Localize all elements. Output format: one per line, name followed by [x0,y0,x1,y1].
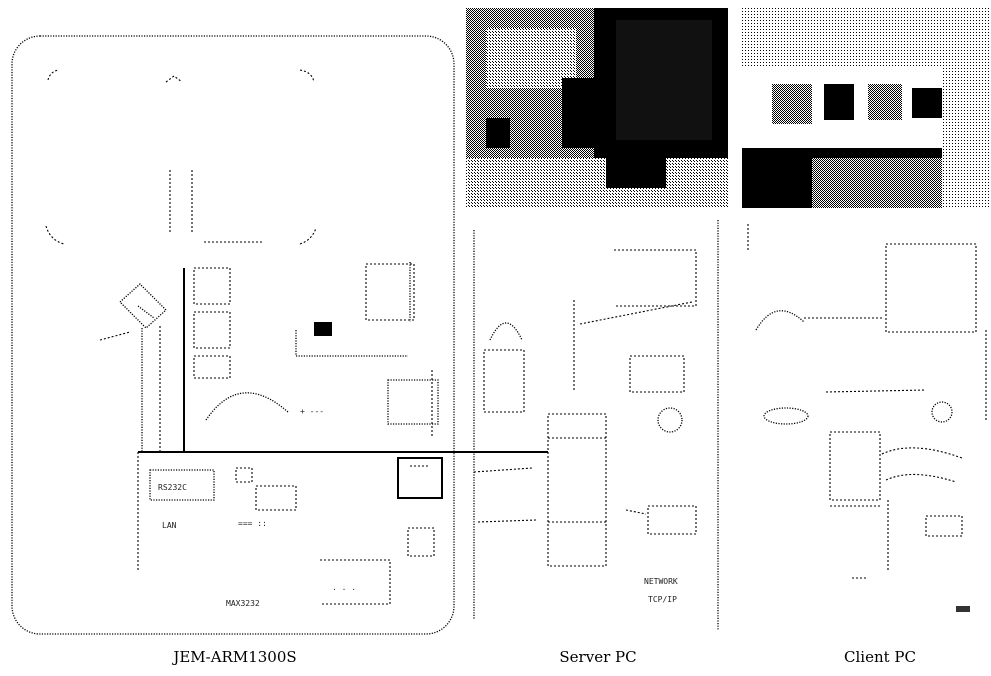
tcpip-label: TCP/IP [648,595,677,604]
client-phone-icon [764,408,808,424]
memory-chip-3 [194,356,230,378]
client-caption: Client PC [810,648,950,666]
server-caption: Server PC [528,648,668,666]
display-notch-top [166,76,182,82]
svg-text:. . .: . . . [332,583,356,592]
display-corner-br [300,228,316,244]
network-box [648,506,696,534]
memory-chip-2 [194,312,230,348]
display-corner-tl [48,70,58,80]
client-photo [742,8,991,208]
monitor-icon [614,250,696,306]
keyboard-icon [484,350,524,412]
lan-label-text: LAN [162,521,177,530]
rs232c-label-text: RS232C [158,483,187,492]
cpu-chip [314,322,332,336]
board-drawing: + --- RS232C LAN === :: . . . MAX3232 [0,0,470,672]
display-corner-bl [46,226,64,244]
client-drawing [742,210,991,640]
connector-block [366,264,414,320]
client-headset-icon [756,311,804,330]
client-tower-icon [830,432,880,500]
tower-icon [548,414,606,566]
server-photo [466,8,728,208]
cpu-trace [296,330,408,356]
client-panel [742,210,991,640]
client-mouse-icon [932,402,952,422]
client-monitor-icon [886,244,976,332]
svg-text:+ ---: + --- [300,407,324,416]
antenna-icon [100,284,166,340]
server-panel: NETWORK TCP/IP [466,210,728,640]
svg-text:=== ::: === :: [238,519,267,528]
speaker-icon [630,356,684,392]
client-speaker-icon [926,516,962,536]
chip-label-text: MAX3232 [226,599,260,608]
server-drawing: NETWORK TCP/IP [466,210,728,640]
headset-icon [490,323,522,340]
board-caption: JEM-ARM1300S [130,648,340,666]
battery-arc [206,393,288,420]
lan-connector [398,458,442,498]
client-keyboard-icon [882,448,962,458]
board-panel: + --- RS232C LAN === :: . . . MAX3232 [0,0,470,672]
mouse-icon [658,408,682,432]
memory-chip-1 [194,268,230,304]
display-corner-tr [300,70,314,82]
network-label: NETWORK [644,577,678,586]
controller-chip [388,380,438,424]
board-outline [12,36,454,634]
